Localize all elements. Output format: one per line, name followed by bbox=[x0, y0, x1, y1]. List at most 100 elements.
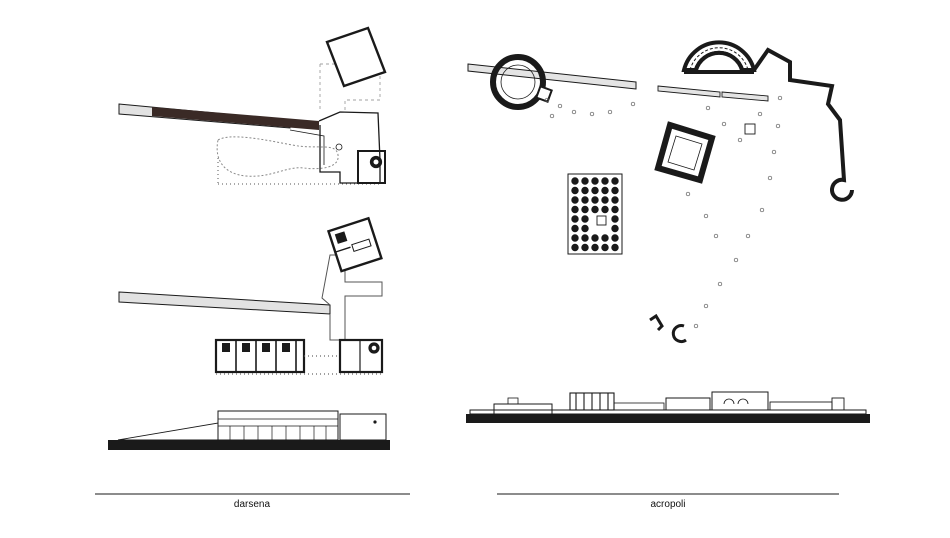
acropoli-caption: acropoli bbox=[650, 499, 685, 510]
darsena-ground-plan bbox=[118, 26, 387, 185]
column-dot bbox=[717, 281, 723, 287]
elevation-temple bbox=[665, 397, 711, 411]
acropoli-panel: acropoli bbox=[466, 40, 870, 510]
column-ring bbox=[335, 143, 343, 151]
tower-square bbox=[325, 26, 387, 88]
hall-column bbox=[571, 243, 579, 252]
hall-column bbox=[601, 243, 609, 252]
hypostyle-columns bbox=[571, 177, 619, 252]
fortress-wall bbox=[752, 47, 854, 202]
theatre bbox=[681, 40, 757, 74]
acropoli-elevation bbox=[466, 391, 870, 423]
walkway-strip-3 bbox=[721, 91, 769, 102]
column-dot bbox=[745, 233, 751, 239]
hall-column bbox=[611, 177, 619, 185]
elevation-mullions bbox=[229, 426, 327, 440]
column-dot bbox=[589, 111, 595, 117]
hall-column bbox=[581, 234, 589, 242]
hall-column bbox=[581, 243, 589, 252]
hall-column bbox=[591, 234, 599, 242]
ground-slab bbox=[108, 440, 390, 450]
column-dot bbox=[775, 123, 781, 129]
round-tower-inner bbox=[500, 64, 536, 100]
elevation-block-left bbox=[493, 403, 553, 415]
column-dot bbox=[693, 323, 699, 329]
darsena-elevation bbox=[108, 410, 390, 450]
site-ground bbox=[466, 414, 870, 423]
hall-column bbox=[611, 224, 619, 233]
hall-column bbox=[591, 243, 599, 252]
corridor-inner bbox=[289, 129, 325, 165]
column-dot bbox=[767, 175, 773, 181]
hall-column bbox=[601, 205, 609, 214]
processional-column-dots bbox=[544, 95, 783, 329]
hall-column bbox=[581, 196, 589, 204]
hall-column bbox=[571, 215, 579, 223]
hall-column bbox=[571, 234, 579, 242]
column-dot bbox=[777, 95, 783, 101]
hall-column bbox=[581, 224, 589, 233]
ramp bbox=[117, 422, 219, 441]
stair-block bbox=[357, 150, 386, 184]
hall-column bbox=[581, 205, 589, 214]
upper-stair-block bbox=[338, 338, 384, 374]
hall-column bbox=[591, 186, 599, 195]
column-dot bbox=[607, 109, 613, 115]
tower-footprint-dashed bbox=[319, 63, 381, 112]
corridor-walls bbox=[318, 111, 381, 184]
hypostyle-hall bbox=[567, 173, 623, 255]
small-ruin bbox=[649, 313, 687, 344]
small-altar bbox=[744, 123, 756, 135]
hall-column bbox=[601, 196, 609, 204]
column-dot bbox=[703, 213, 709, 219]
hall-column bbox=[571, 224, 579, 233]
hall-column bbox=[601, 234, 609, 242]
room-bathrooms bbox=[222, 343, 290, 352]
hall-column bbox=[581, 215, 589, 223]
hall-column bbox=[581, 186, 589, 195]
column-dot bbox=[549, 113, 555, 119]
column-dot bbox=[759, 207, 765, 213]
hall-column bbox=[611, 215, 619, 223]
canopy-curve bbox=[216, 136, 339, 177]
hall-column bbox=[611, 205, 619, 214]
column-dot bbox=[713, 233, 719, 239]
hall-column bbox=[591, 177, 599, 185]
column-dot bbox=[721, 121, 727, 127]
hall-column bbox=[611, 234, 619, 242]
column-dot bbox=[737, 137, 743, 143]
quay-band bbox=[152, 107, 319, 130]
hall-column bbox=[611, 196, 619, 204]
hall-column bbox=[591, 196, 599, 204]
darsena-panel: darsena bbox=[95, 26, 410, 510]
elevation-colonnade bbox=[569, 392, 615, 411]
stair-core bbox=[373, 159, 379, 165]
column-dot bbox=[685, 191, 691, 197]
column-dot bbox=[557, 103, 563, 109]
acropoli-site-plan bbox=[467, 40, 854, 344]
column-dot bbox=[771, 149, 777, 155]
column-dot bbox=[630, 101, 636, 107]
elevation-theatre bbox=[711, 391, 769, 411]
column-dot bbox=[544, 97, 550, 103]
hall-center-mark bbox=[596, 215, 607, 226]
hall-column bbox=[571, 196, 579, 204]
building-elevation bbox=[217, 410, 339, 441]
hall-column bbox=[571, 186, 579, 195]
hall-column bbox=[601, 177, 609, 185]
hall-column bbox=[611, 186, 619, 195]
round-tower bbox=[490, 54, 546, 110]
column-dot bbox=[571, 109, 577, 115]
room-dividers bbox=[235, 340, 297, 372]
column-dot bbox=[757, 111, 763, 117]
tower-elevation bbox=[339, 413, 387, 441]
square-temple bbox=[654, 121, 716, 184]
walkway-strip-1 bbox=[467, 63, 637, 90]
darsena-caption: darsena bbox=[234, 499, 271, 510]
square-temple-cella bbox=[667, 135, 703, 171]
column-dot bbox=[733, 257, 739, 263]
hall-column bbox=[611, 243, 619, 252]
darsena-upper-plan bbox=[118, 216, 384, 375]
round-tower-annex bbox=[535, 85, 553, 103]
